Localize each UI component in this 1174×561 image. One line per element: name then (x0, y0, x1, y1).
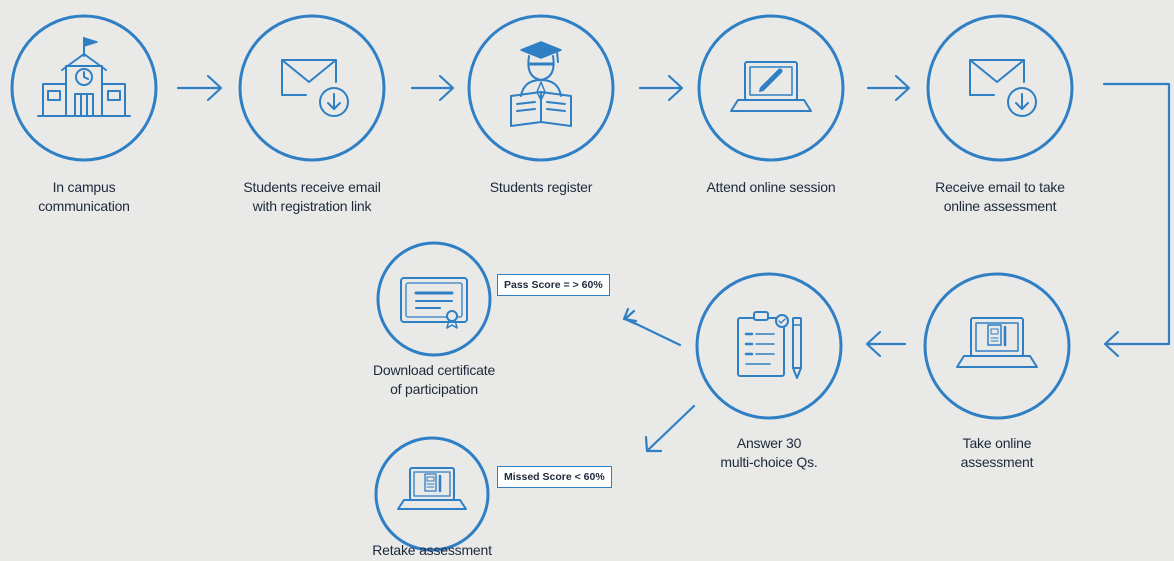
step-circle-certificate (376, 241, 492, 357)
step-circle-in-campus (10, 14, 158, 162)
step-circle-register (467, 14, 615, 162)
school-building-icon (37, 37, 131, 117)
laptop-document-icon (397, 467, 467, 510)
laptop-document-icon (956, 317, 1038, 368)
email-download-icon (281, 59, 349, 117)
graduate-student-icon (510, 41, 572, 127)
clipboard-pencil-icon (737, 311, 802, 379)
arrow-2-to-3 (410, 74, 455, 102)
step-label-register: Students register (489, 179, 593, 195)
pass-score-badge: Pass Score = > 60% (497, 274, 610, 296)
arrow-to-retake (644, 404, 696, 453)
step-circle-answer (695, 272, 843, 420)
arrow-6-to-7 (865, 330, 907, 358)
step-label-retake: Retake assessment (372, 542, 492, 558)
step-label-online-session: Attend online session (706, 179, 836, 195)
arrow-to-certificate (622, 307, 682, 347)
step-circle-take-assessment (923, 272, 1071, 420)
return-connector-arrow (1102, 82, 1171, 358)
certificate-icon (400, 277, 468, 329)
arrow-1-to-2 (176, 74, 223, 102)
step-circle-assessment-email (926, 14, 1074, 162)
laptop-pencil-icon (730, 61, 812, 112)
step-circle-online-session (697, 14, 845, 162)
step-circle-retake (374, 436, 490, 552)
missed-score-badge: Missed Score < 60% (497, 466, 612, 488)
email-download-icon (969, 59, 1037, 117)
arrow-3-to-4 (638, 74, 684, 102)
step-circle-receive-email (238, 14, 386, 162)
arrow-4-to-5 (866, 74, 911, 102)
